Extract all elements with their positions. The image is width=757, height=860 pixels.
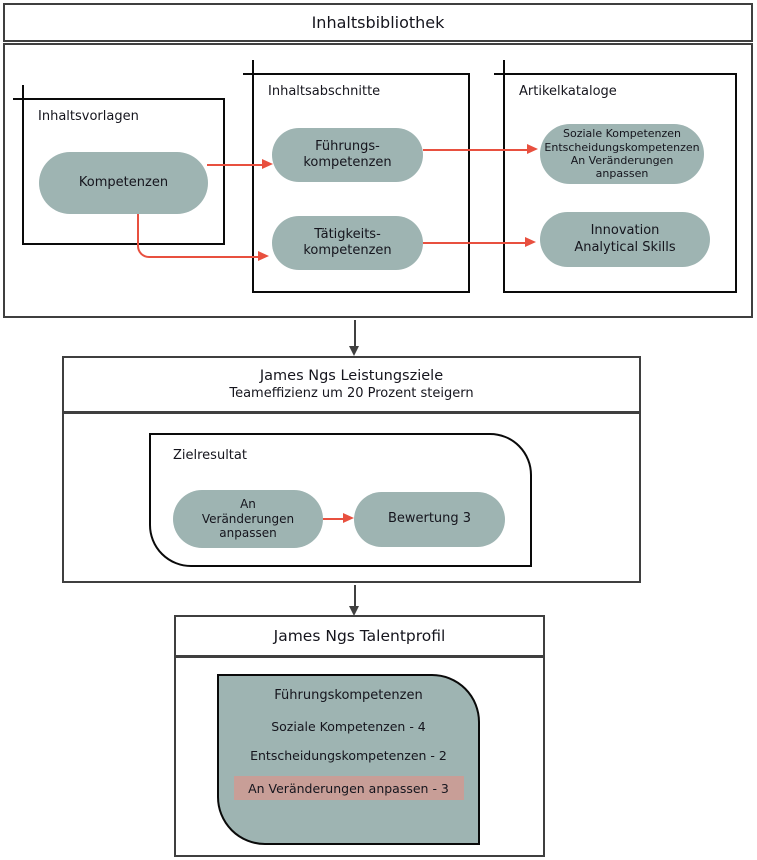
connector-library-to-goals (354, 320, 356, 348)
goals-title: James Ngs Leistungsziele (259, 368, 444, 384)
arrowhead-to-talent (349, 606, 359, 616)
talent-item-entscheidung: Entscheidungskompetenzen - 2 (250, 748, 447, 763)
connector-kompetenzen-to-taetigkeit (137, 214, 260, 258)
connector-anpassen-to-bewertung (323, 518, 345, 520)
zielresultat-title: Zielresultat (173, 448, 247, 463)
arrowhead-to-fuehrung (262, 159, 273, 169)
library-title: Inhaltsbibliothek (311, 13, 445, 32)
goals-subtitle: Teameffizienz um 20 Prozent steigern (229, 386, 474, 401)
pill-bewertung-3: Bewertung 3 (354, 492, 505, 547)
abschnitte-title: Inhaltsabschnitte (268, 84, 381, 99)
talent-title: James Ngs Talentprofil (273, 627, 446, 645)
arrowhead-to-bewertung (343, 513, 354, 523)
abschnitte-corner-tick-h (243, 73, 252, 75)
abschnitte-corner-tick-v (252, 60, 254, 73)
goals-title-box: James Ngs Leistungsziele Teameffizienz u… (62, 356, 641, 413)
talent-title-box: James Ngs Talentprofil (174, 615, 545, 657)
pill-katalog-soziale: Soziale Kompetenzen Entscheidungskompete… (540, 124, 704, 184)
arrowhead-to-taetigkeit (258, 251, 269, 261)
connector-kompetenzen-to-fuehrung (207, 164, 264, 166)
talent-item-soziale: Soziale Kompetenzen - 4 (271, 719, 426, 734)
kataloge-corner-tick-h (494, 73, 503, 75)
arrowhead-to-katalog2 (525, 237, 536, 247)
pill-fuehrungskompetenzen: Führungs- kompetenzen (272, 128, 423, 182)
connector-taetigkeit-to-katalog2 (423, 242, 526, 244)
fuehrungskompetenzen-card: Führungskompetenzen Soziale Kompetenzen … (217, 674, 480, 845)
vorlagen-corner-tick-h (13, 98, 22, 100)
connector-fuehrung-to-katalog1 (423, 149, 528, 151)
vorlagen-title: Inhaltsvorlagen (38, 109, 139, 124)
pill-an-veraenderungen-anpassen: An Veränderungen anpassen (173, 490, 323, 548)
arrowhead-to-katalog1 (527, 144, 538, 154)
pill-katalog-innovation: Innovation Analytical Skills (540, 212, 710, 267)
talent-item-anpassen-highlighted: An Veränderungen anpassen - 3 (233, 776, 464, 800)
arrowhead-to-goals (349, 346, 359, 356)
pill-kompetenzen: Kompetenzen (39, 152, 208, 214)
kataloge-title: Artikelkataloge (519, 84, 617, 99)
pill-taetigkeitskompetenzen: Tätigkeits- kompetenzen (272, 216, 423, 270)
connector-goals-to-talent (354, 585, 356, 609)
fuehrungskompetenzen-card-title: Führungskompetenzen (274, 688, 423, 703)
vorlagen-corner-tick-v (22, 85, 24, 98)
kataloge-corner-tick-v (503, 60, 505, 73)
library-title-box: Inhaltsbibliothek (3, 3, 753, 42)
